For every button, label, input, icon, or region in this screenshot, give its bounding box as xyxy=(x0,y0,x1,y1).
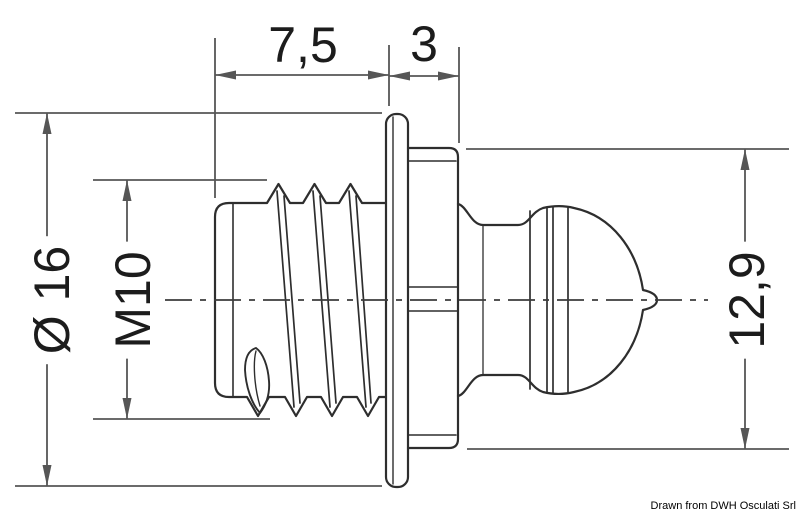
arrowhead xyxy=(740,428,750,449)
arrowhead xyxy=(438,71,459,81)
thread-runout xyxy=(244,347,271,414)
arrowhead xyxy=(122,180,132,201)
dimension-annotations xyxy=(15,38,789,487)
thread-crest-lines xyxy=(276,190,372,408)
arrowhead xyxy=(368,70,389,80)
arrowhead xyxy=(42,465,52,486)
arrowhead xyxy=(122,398,132,419)
thread-length-dimension-label: 7,5 xyxy=(268,17,338,73)
dimension-thread-length xyxy=(214,38,390,198)
dimension-collar-width xyxy=(389,47,460,143)
collar-width-dimension-label: 3 xyxy=(410,16,438,72)
collar-outline xyxy=(406,146,460,450)
arrowhead xyxy=(740,149,750,170)
thread-size-dimension-label: M10 xyxy=(105,241,161,359)
arrowhead xyxy=(389,71,410,81)
arrowhead xyxy=(42,113,52,134)
dimension-thread-size xyxy=(93,179,270,420)
arrowhead xyxy=(215,70,236,80)
head-diameter-dimension-label: 12,9 xyxy=(719,241,775,359)
flange-diameter-dimension-label: Ø 16 xyxy=(24,235,80,365)
drawing-credit: Drawn from DWH Osculati Srl xyxy=(650,500,796,512)
thread-runout-inner-line xyxy=(253,350,261,407)
thread-body-outline xyxy=(213,182,388,418)
collar-chamfer-lines xyxy=(407,160,459,436)
